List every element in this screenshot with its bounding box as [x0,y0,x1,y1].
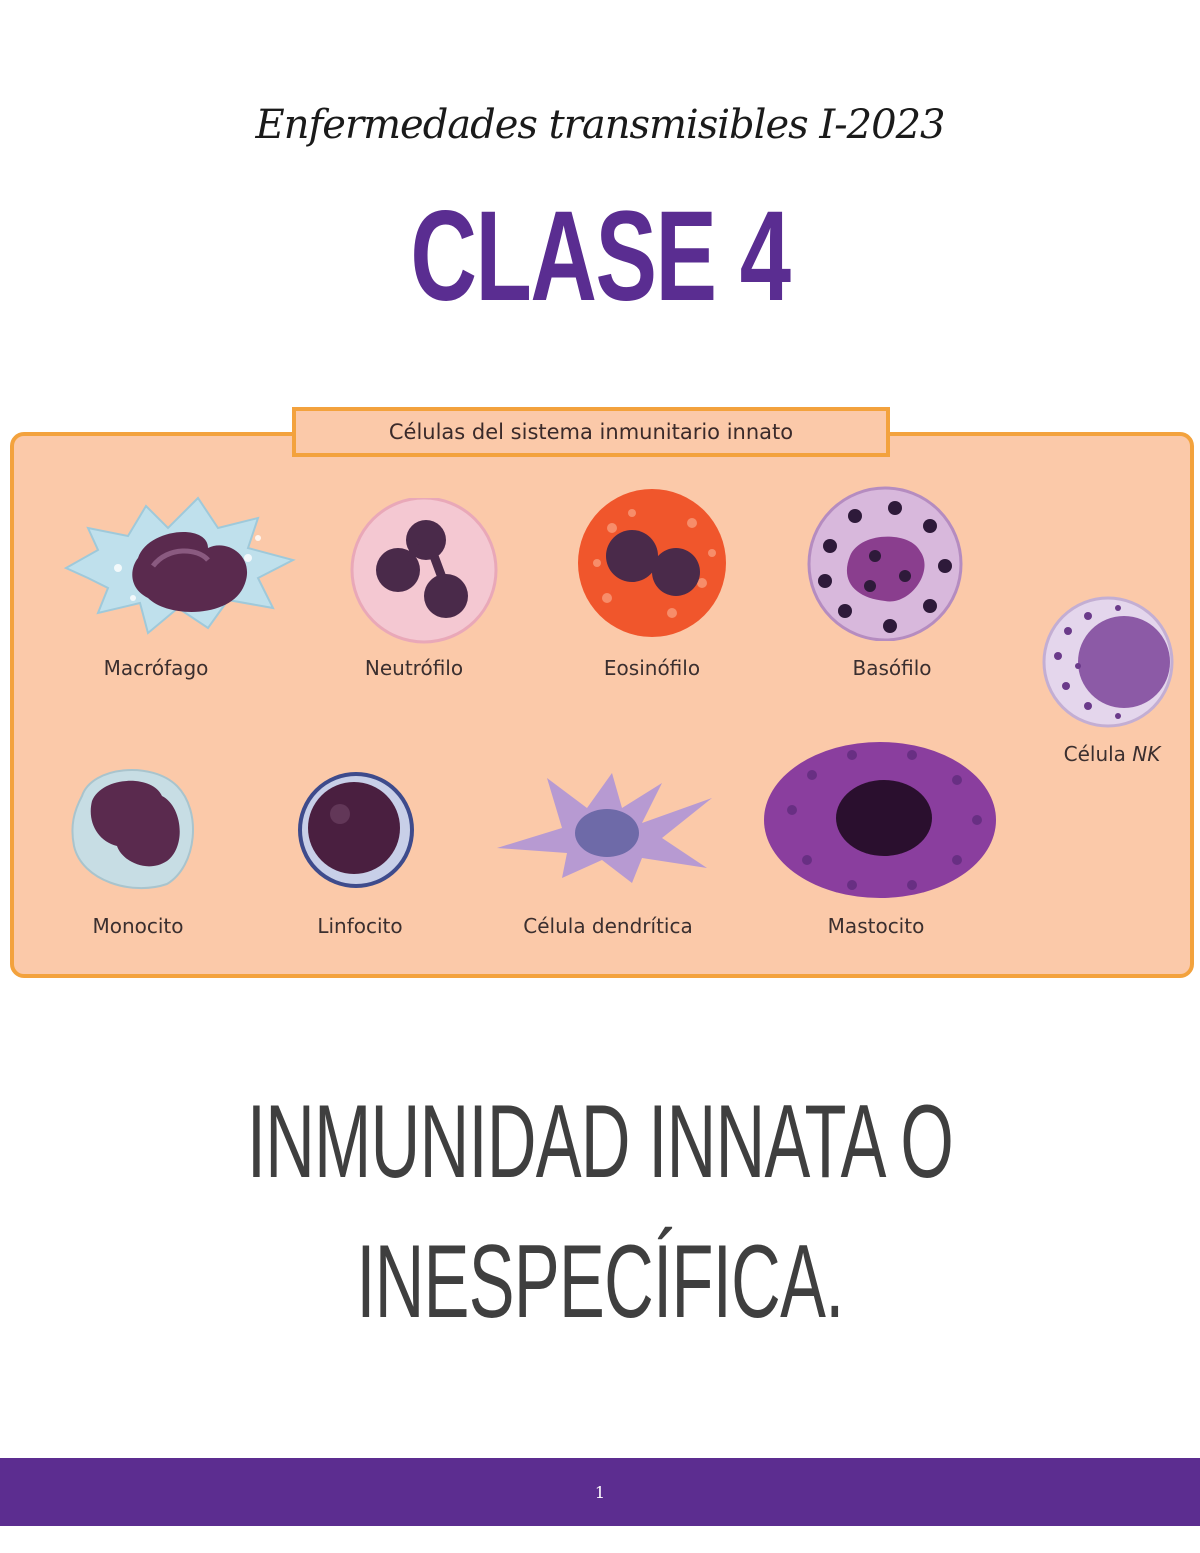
eosinophil-illustration [578,489,726,637]
page-number: 1 [594,1482,606,1502]
monocyte-illustration [71,769,194,890]
neutrophil-illustration [350,498,498,644]
cell-label-basophil: Basófilo [852,656,932,680]
lymphocyte-illustration [298,772,414,888]
panel-title: Células del sistema inmunitario innato [292,407,890,457]
cell-label-dendritic: Célula dendrítica [523,914,693,938]
page-footer: 1 [0,1458,1200,1526]
cell-label-mast-cell: Mastocito [827,914,925,938]
cell-label-neutrophil: Neutrófilo [364,656,464,680]
main-heading-line-2: INESPECÍFICA. [356,1224,844,1340]
course-subtitle: Enfermedades transmisibles I-2023 [255,102,946,148]
cell-label-macrophage: Macrófago [103,656,209,680]
cell-label-eosinophil: Eosinófilo [603,656,701,680]
nk-cell-illustration [1042,596,1174,728]
macrophage-illustration [63,496,296,635]
mast-cell-illustration [764,742,996,898]
dendritic-cell-illustration [497,773,712,883]
basophil-illustration [807,486,963,641]
cell-label-nk: Célula NK [1063,742,1161,766]
cell-label-monocyte: Monocito [92,914,184,938]
cell-label-lymphocyte: Linfocito [317,914,403,938]
class-title: CLASE 4 [410,185,791,328]
main-heading-line-1: INMUNIDAD INNATA O [246,1084,954,1200]
